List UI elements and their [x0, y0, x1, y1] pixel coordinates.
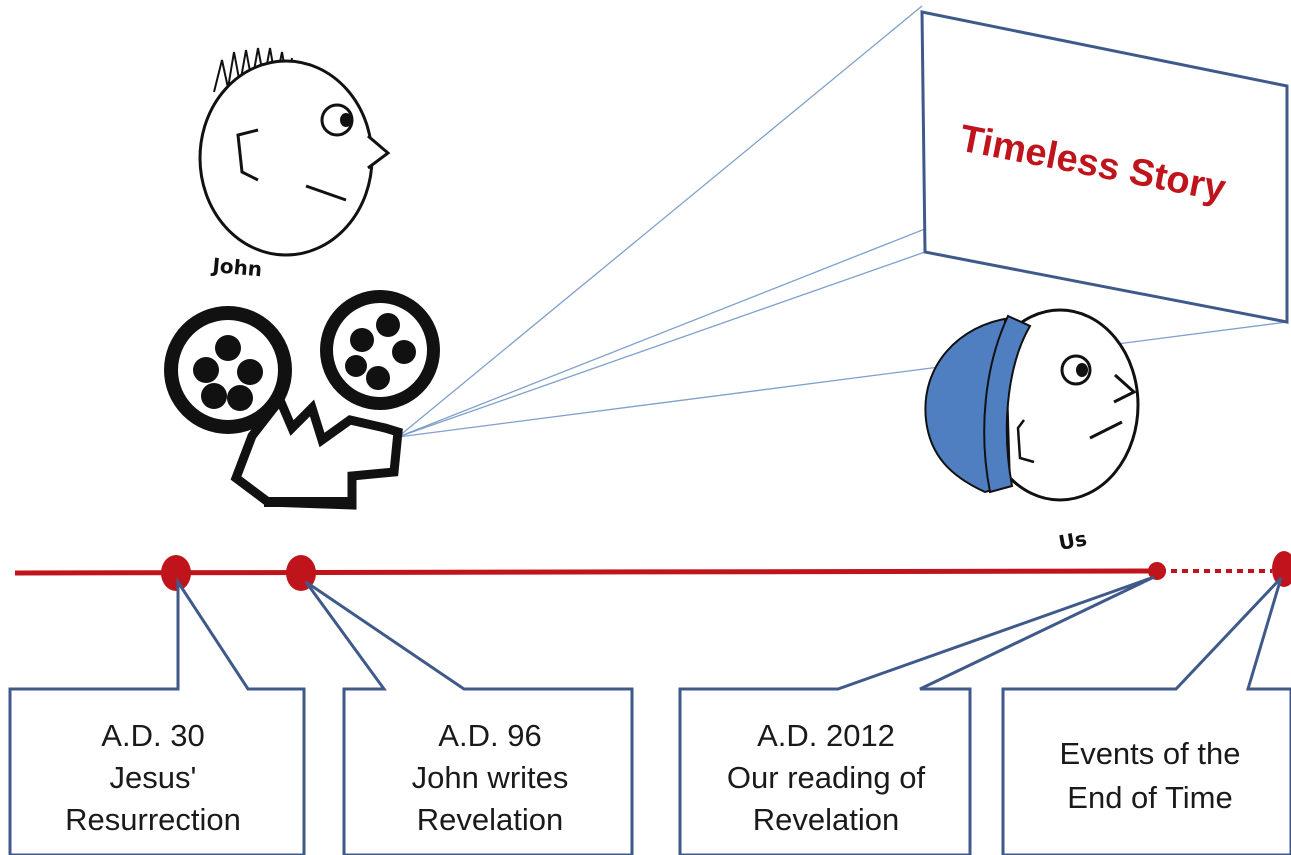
us-label: Us: [1057, 526, 1089, 555]
john-pupil: [340, 113, 352, 127]
john-label: John: [210, 253, 264, 281]
callout-2-line3: Revelation: [417, 802, 563, 837]
callout-event-3: A.D. 2012 Our reading of Revelation: [678, 575, 1155, 855]
callout-1-line2: Jesus': [110, 760, 197, 795]
timeline-marker: [1148, 562, 1166, 580]
callout-2-line2: John writes: [412, 760, 569, 795]
us-figure: Us: [924, 308, 1140, 555]
us-cap-brim: [983, 314, 1032, 494]
john-head: [198, 59, 374, 257]
film-projector-icon: [164, 290, 440, 510]
john-mouth: [305, 184, 347, 202]
callout-3-line2: Our reading of: [727, 760, 926, 795]
john-nose: [367, 134, 391, 170]
us-nose: [1113, 373, 1137, 404]
beam-line: [397, 321, 1288, 438]
john-ear: [236, 128, 259, 182]
timeline-marker: [161, 555, 191, 591]
timeline-line: [14, 568, 1159, 576]
callout-event-4: Events of the End of Time: [1001, 576, 1291, 855]
callout-4-line1: Events of the: [1060, 736, 1241, 771]
john-figure: John: [198, 47, 391, 281]
projection-screen: Timeless Story: [920, 10, 1289, 324]
callout-2-line1: A.D. 96: [438, 718, 541, 753]
us-mouth: [1089, 420, 1123, 440]
callout-event-1: A.D. 30 Jesus' Resurrection: [8, 576, 306, 855]
callout-1-line1: A.D. 30: [101, 718, 204, 753]
callout-event-2: A.D. 96 John writes Revelation: [304, 580, 634, 855]
callout-1-line3: Resurrection: [65, 802, 241, 837]
callout-4-line2: End of Time: [1067, 780, 1232, 815]
timeline: [14, 551, 1291, 591]
us-ear: [1016, 419, 1035, 464]
john-hair-icon: [213, 47, 293, 93]
beam-line: [397, 251, 926, 438]
callout-3-line3: Revelation: [753, 802, 899, 837]
beam-line: [397, 5, 923, 438]
timeline-marker: [1272, 551, 1291, 587]
us-pupil: [1076, 363, 1088, 377]
callout-3-line1: A.D. 2012: [757, 718, 895, 753]
